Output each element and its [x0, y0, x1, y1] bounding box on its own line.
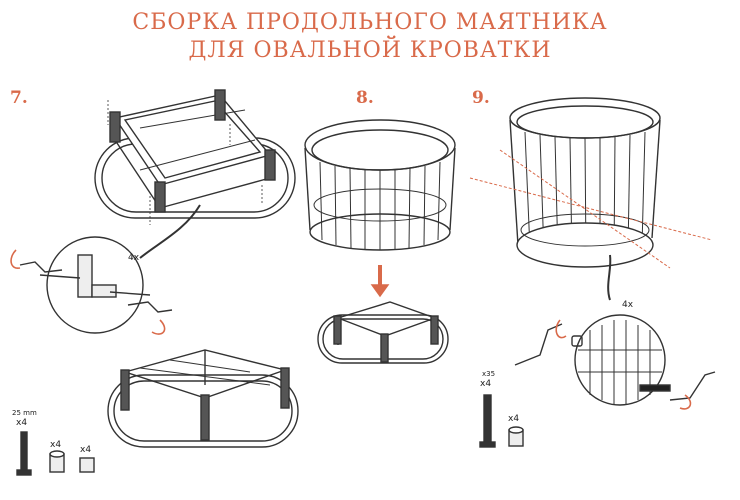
- parts-right-bolt-size: x35: [482, 370, 496, 378]
- parts-left-washer: [49, 450, 65, 473]
- parts-right-bolt: [479, 394, 496, 448]
- step-9-detail-magnifier: [574, 314, 666, 406]
- step-8-down-arrow: [370, 265, 390, 298]
- diagram-title-line-1: СБОРКА ПРОДОЛЬНОГО МАЯТНИКА: [132, 10, 608, 35]
- parts-left-nut: [79, 457, 95, 473]
- parts-right-bolt-quantity: x4: [480, 379, 492, 389]
- parts-left-bolt-quantity: x4: [16, 418, 28, 428]
- step-8-number: 8.: [356, 88, 374, 108]
- step-9-number: 9.: [472, 88, 490, 108]
- step-7-assembled-frame: [107, 349, 299, 448]
- step-7-left-hex-key: [19, 261, 63, 273]
- step-9-alignment-lines: [469, 149, 713, 269]
- step-9-detail-quantity: 4x: [622, 300, 634, 310]
- step-9-crib-on-pendulum: [509, 97, 661, 268]
- step-7-number: 7.: [10, 88, 28, 108]
- step-7-frame: [109, 89, 276, 213]
- parts-left-nut-quantity: x4: [80, 445, 92, 455]
- step-7-detail-magnifier: [39, 204, 201, 334]
- parts-left-bolt-size: 25 mm: [12, 409, 37, 417]
- diagram-title-line-2: ДЛЯ ОВАЛЬНОЙ КРОВАТКИ: [188, 38, 552, 63]
- parts-left-washer-quantity: x4: [50, 440, 62, 450]
- step-9-left-hex-key: [514, 323, 563, 366]
- step-8-oval-crib: [304, 119, 456, 251]
- parts-right-nut-quantity: x4: [508, 414, 520, 424]
- step-9-right-hex-key: [669, 371, 716, 401]
- step-7-right-hex-key: [127, 301, 173, 313]
- parts-left-bolt: [16, 431, 32, 476]
- step-9-bolt: [639, 384, 671, 392]
- parts-right-nut: [508, 426, 524, 447]
- step-8-pendulum-base: [317, 301, 449, 364]
- step-7-detail-quantity: 4x: [128, 253, 140, 263]
